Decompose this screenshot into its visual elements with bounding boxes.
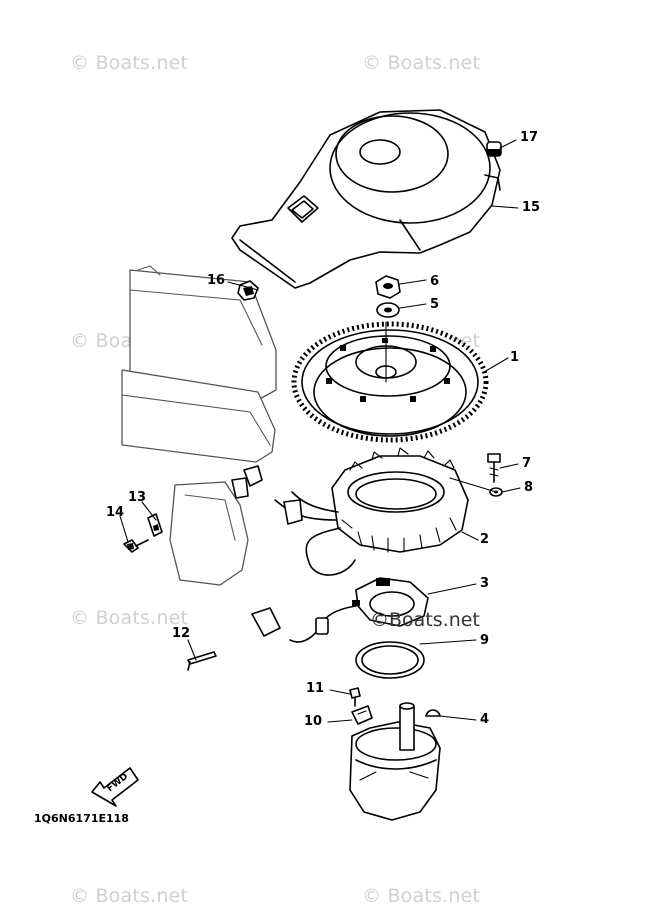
part-crankcase-base: [349, 702, 441, 821]
part-nut: [375, 275, 401, 299]
callout-1: 1: [510, 350, 520, 365]
part-bolt: [487, 453, 501, 483]
callout-8: 8: [524, 480, 534, 495]
watermark-top-right: © Boats.net: [362, 52, 481, 74]
part-nut-small: [237, 280, 259, 301]
callout-2: 2: [480, 532, 490, 547]
callout-7: 7: [522, 456, 532, 471]
part-stator: [331, 447, 497, 553]
watermark-lower-left: © Boats.net: [70, 607, 189, 629]
engine-outline-ghost: [121, 265, 277, 586]
callout-9: 9: [480, 633, 490, 648]
callout-12: 12: [172, 626, 191, 641]
callout-6: 6: [430, 274, 440, 289]
callout-4: 4: [480, 712, 490, 727]
callout-13: 13: [128, 490, 147, 505]
part-pin: [187, 651, 217, 671]
part-wiring-harness: [231, 465, 356, 576]
callout-3: 3: [480, 576, 490, 591]
part-o-ring: [355, 641, 425, 679]
callout-leaders: [119, 139, 521, 723]
part-collar: [486, 141, 502, 157]
callout-17: 17: [520, 130, 539, 145]
fwd-arrow-icon: [91, 767, 139, 807]
watermark-top-left: © Boats.net: [70, 52, 189, 74]
part-bracket: [147, 513, 163, 537]
callout-14: 14: [106, 505, 125, 520]
part-flywheel-cover: [231, 109, 501, 289]
callout-11: 11: [306, 681, 325, 696]
diagram-code: 1Q6N6171E118: [34, 812, 129, 825]
part-screw: [123, 539, 149, 553]
callout-15: 15: [522, 200, 541, 215]
part-clamp: [351, 705, 373, 725]
part-screw-small: [349, 687, 361, 707]
part-flywheel-magnet: [291, 321, 489, 443]
part-washer: [376, 302, 400, 318]
watermark-dark: ©Boats.net: [370, 609, 480, 631]
part-woodruff-key: [425, 709, 441, 717]
callout-10: 10: [304, 714, 323, 729]
callout-16: 16: [207, 273, 226, 288]
watermark-bottom-right: © Boats.net: [362, 885, 481, 907]
watermark-bottom-left: © Boats.net: [70, 885, 189, 907]
callout-5: 5: [430, 297, 440, 312]
part-pulser-coil: [251, 577, 429, 643]
